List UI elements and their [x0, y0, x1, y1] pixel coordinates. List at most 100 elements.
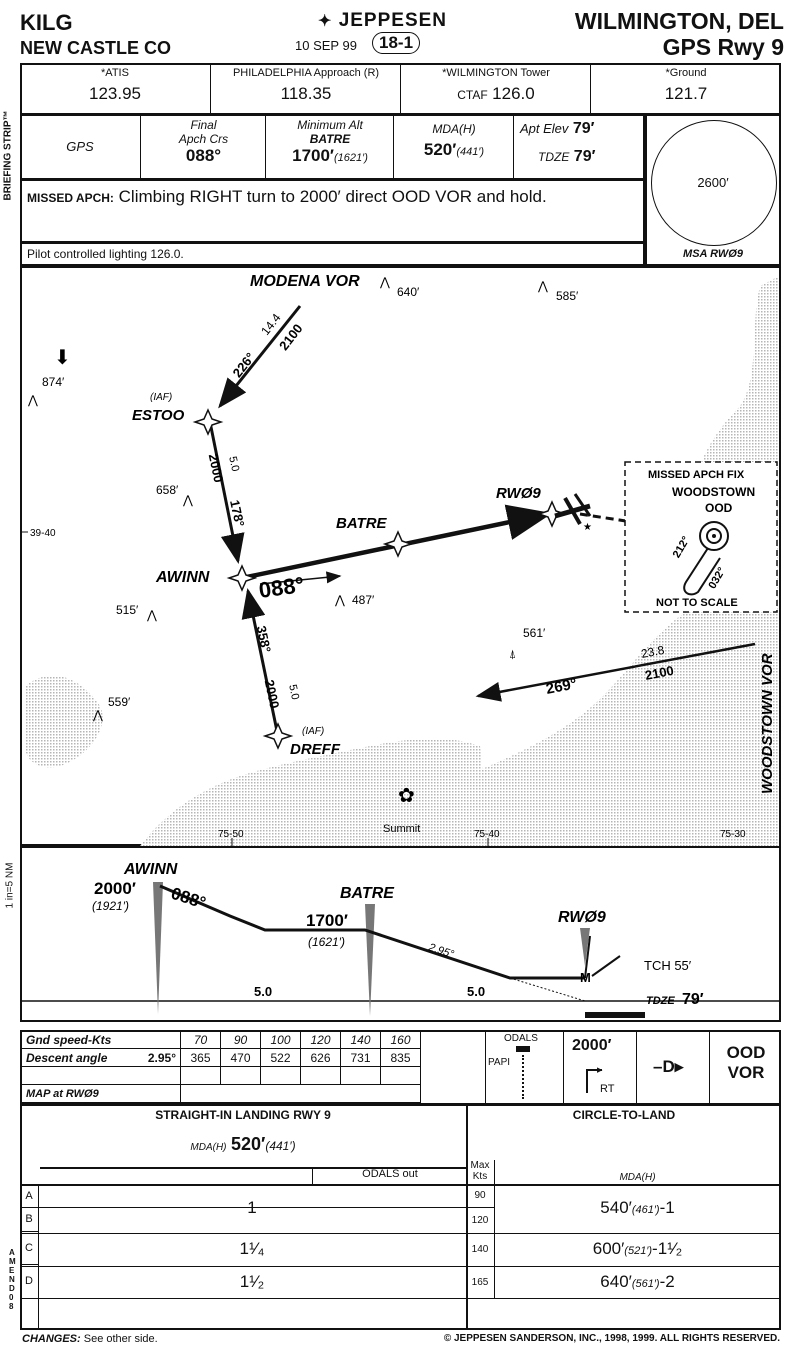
woodstown-vor-label: WOODSTOWN VOR — [759, 653, 776, 794]
obstacle-icon: ⋀ — [27, 393, 38, 407]
dreff-label: DREFF — [290, 741, 341, 758]
shore-shading — [25, 675, 103, 768]
climb-icon-cell: 2000′ ▸ RT — [563, 1031, 637, 1104]
inset-name: WOODSTOWN — [672, 485, 755, 499]
inset-id: OOD — [705, 501, 733, 515]
lake-shading — [580, 791, 653, 841]
estoo-iaf: (IAF) — [150, 392, 172, 403]
profile-batre-hat: (1621′) — [308, 935, 345, 949]
missed-approach-text: MISSED APCH: Climbing RIGHT turn to 2000… — [27, 187, 547, 206]
profile-awinn-altitude: 2000′ — [94, 879, 136, 898]
final-approach-course: Final Apch Crs 088° — [140, 114, 266, 180]
waypoint-awinn-icon — [226, 564, 258, 592]
speed-label: Gnd speed-Kts — [21, 1031, 181, 1049]
obstacle-icon: ⋀ — [334, 593, 345, 607]
obstacles: ⋀640′ ⋀585′ ⋀874′ ⋀658′ ⋀515′ ⋀487′ ⍋561… — [27, 275, 579, 722]
circle-title: CIRCLE-TO-LAND — [572, 1108, 676, 1122]
svg-text:39-40: 39-40 — [30, 528, 56, 539]
direct-to-icon: –D▸ — [653, 1057, 684, 1076]
copyright: © JEPPESEN SANDERSON, INC., 1998, 1999. … — [443, 1333, 780, 1344]
comm-ground: *Ground 121.7 — [590, 64, 781, 114]
kts-cell: 120 — [471, 1215, 489, 1226]
chart-page-number: 18-1 — [372, 32, 421, 54]
vor-ood-icon — [699, 521, 729, 551]
missed-approach-point-icon: M — [580, 970, 591, 985]
profile-batre-altitude: 1700′ — [306, 911, 348, 930]
speed-cell: 100 — [260, 1031, 301, 1049]
jeppesen-brand: ✦ JEPPESEN — [318, 10, 448, 31]
waypoint-estoo-icon — [192, 408, 224, 436]
obstacle-icon: ⋀ — [146, 608, 157, 622]
airport-county: NEW CASTLE CO — [20, 38, 171, 58]
msa-circle — [651, 120, 777, 246]
route-estoo-awinn — [208, 421, 245, 564]
speed-cell: 160 — [380, 1031, 421, 1049]
segment1-course: 178° — [227, 499, 247, 528]
circle-c: 600′(521′)-1¹⁄₂ — [592, 1239, 683, 1258]
mda-cell: MDA(H) 520′(441′) — [393, 114, 514, 180]
minimums-box — [20, 1104, 781, 1330]
svg-text:★: ★ — [583, 522, 592, 533]
obstacle-640: 640′ — [397, 285, 420, 299]
rate-cell: 522 — [260, 1048, 301, 1067]
profile-rw09: RWØ9 — [558, 909, 606, 926]
airport-runway-icon: ★ — [554, 493, 592, 533]
rate-cell: 626 — [300, 1048, 341, 1067]
obstacle-icon: ⋀ — [92, 708, 103, 722]
scale-label: 1 in=5 NM — [4, 862, 16, 909]
msa-altitude: 2600′ — [697, 175, 729, 190]
dreff-iaf: (IAF) — [302, 726, 324, 737]
airport-icao: KILG — [20, 10, 73, 35]
longitude-ticks: 75-50 75-40 75-30 — [218, 829, 746, 846]
kts-cell: 165 — [471, 1277, 489, 1288]
latitude-ticks: 10 5 39-40 0 5 — [20, 528, 56, 539]
circle-mda-label: MDA(H) — [619, 1172, 656, 1183]
awinn-fix-mark — [153, 882, 163, 1014]
lighting-box — [20, 242, 645, 266]
comm-approach: PHILADELPHIA Approach (R) 118.35 — [210, 64, 401, 114]
papi-lights-icon — [522, 1055, 526, 1099]
procedure-name: GPS Rwy 9 — [662, 34, 784, 60]
obstacle-658: 658′ — [156, 483, 179, 497]
estoo-label: ESTOO — [132, 407, 185, 424]
rate-cell: 365 — [180, 1048, 221, 1067]
changes-note: CHANGES: See other side. — [22, 1333, 158, 1345]
modena-vor-label: MODENA VOR — [250, 273, 360, 290]
svg-text:75-30: 75-30 — [720, 829, 746, 840]
obstacle-icon: ⋀ — [379, 275, 390, 289]
river-shading — [413, 276, 779, 846]
waypoint-batre-icon — [382, 530, 414, 558]
direct-icon-cell: –D▸ — [636, 1031, 710, 1104]
holding-pattern — [683, 547, 721, 596]
segment2-course: 358° — [254, 624, 274, 653]
obstacle-487: 487′ — [352, 593, 375, 607]
rate-cell: 731 — [340, 1048, 381, 1067]
svg-text:75-50: 75-50 — [218, 829, 244, 840]
woodstown-distance: 23.8 — [640, 643, 666, 661]
category-column: A B C D — [20, 1185, 39, 1329]
comm-tower: *WILMINGTON Tower CTAF 126.0 — [400, 64, 591, 114]
rate-cell: 835 — [380, 1048, 421, 1067]
summit-icon: ✿ — [398, 785, 415, 807]
comm-atis: *ATIS 123.95 — [89, 67, 141, 103]
elevation-cell: Apt Elev 79′ TDZE 79′ — [513, 114, 646, 180]
right-turn-arrow-icon — [586, 1069, 602, 1093]
obstacle-515: 515′ — [116, 603, 139, 617]
vis-d: 1¹⁄₂ — [239, 1272, 265, 1291]
odals-icon — [516, 1046, 530, 1052]
course-arrow — [259, 571, 342, 585]
route-modena-estoo — [218, 305, 302, 409]
visual-descent-line — [509, 977, 586, 1002]
waypoint-rw09-icon — [536, 500, 568, 528]
profile-awinn-hat: (1921′) — [92, 899, 129, 913]
profile-tdze-label: TDZE — [646, 995, 675, 1007]
minimum-altitude: Minimum Alt BATRE 1700′(1621′) — [265, 114, 394, 180]
awinn-label: AWINN — [155, 569, 210, 586]
segment1-distance: 5.0 — [226, 455, 241, 472]
vis-c: 1¹⁄₄ — [239, 1239, 265, 1258]
straight-in-title: STRAIGHT-IN LANDING RWY 9 — [155, 1108, 331, 1122]
profile-dist1: 5.0 — [254, 984, 272, 999]
max-kts-label: Max Kts — [470, 1160, 490, 1182]
segment2-altitude: 2000 — [262, 678, 283, 709]
speed-cell: 120 — [300, 1031, 341, 1049]
